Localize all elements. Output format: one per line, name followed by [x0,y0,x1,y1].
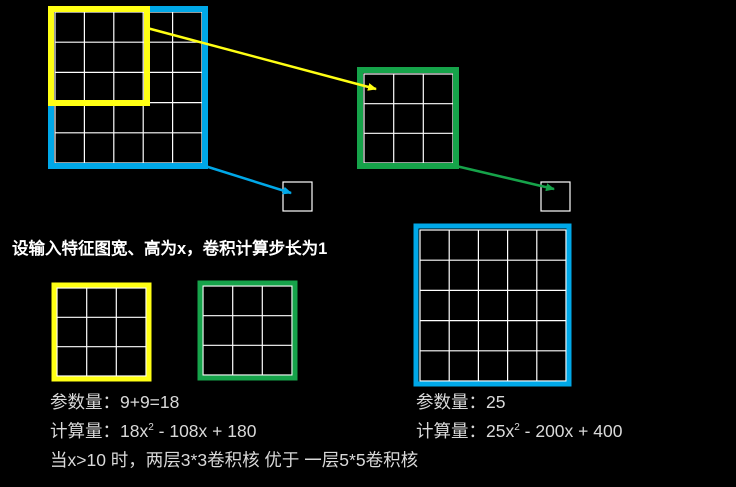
kernel-3x3-green [197,280,298,381]
output-cell-3x3-path [540,181,571,212]
kernel-3x3-yellow [51,282,152,382]
left-compute-exponent: 2 [148,422,154,433]
green-kernel-border [357,67,459,169]
heading-text: 设输入特征图宽、高为x，卷积计算步长为1 [12,240,328,258]
right-compute-suffix: - 200x + 400 [519,421,623,441]
intermediate-feature-map-3x3 [363,73,454,164]
output-cell-5x5-path [282,181,313,212]
right-compute-exponent: 2 [514,422,520,433]
left-compute-suffix: - 108x + 180 [153,421,257,441]
blue-receptive-field-border [48,6,208,169]
conclusion-text: 当x>10 时，两层3*3卷积核 优于 一层5*5卷积核 [50,450,419,470]
right-params-text: 参数量：25 [416,392,506,412]
right-compute-prefix: 计算量：25x [416,421,515,441]
right-compute-text: 计算量：25x2 - 200x + 400 [416,421,623,441]
kernel-5x5-blue [413,223,572,387]
yellow-arrow [146,26,377,91]
green-arrow [455,164,555,192]
yellow-kernel-window [48,6,150,106]
left-compute-prefix: 计算量：18x [50,421,149,441]
blue-arrow [204,164,292,195]
left-compute-text: 计算量：18x2 - 108x + 180 [50,421,257,441]
input-feature-map-5x5 [54,11,203,164]
left-params-text: 参数量：9+9=18 [50,392,180,412]
